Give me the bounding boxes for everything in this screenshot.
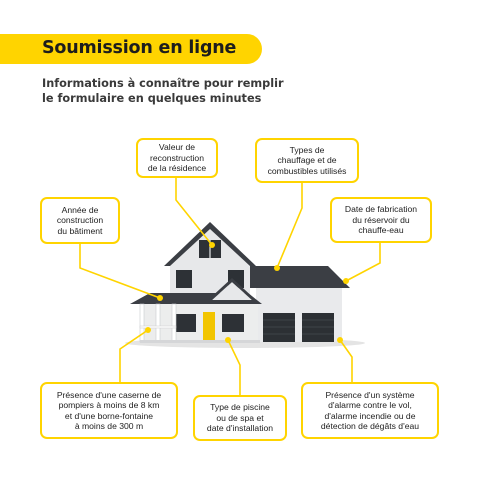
callout-reservoir: Date de fabrication du réservoir du chau… bbox=[330, 197, 432, 243]
main-roof bbox=[164, 222, 256, 266]
callout-caserne: Présence d'une caserne de pompiers à moi… bbox=[40, 382, 178, 439]
callout-reconstruction: Valeur de reconstruction de la résidence bbox=[136, 138, 218, 178]
page-title: Soumission en ligne bbox=[42, 38, 237, 58]
garage-door-right bbox=[302, 313, 334, 342]
connector-lines bbox=[79, 176, 381, 396]
garage-door-left bbox=[263, 313, 295, 342]
front-door bbox=[203, 312, 215, 340]
page-subtitle: Informations à connaître pour remplir le… bbox=[42, 76, 342, 106]
callout-alarme: Présence d'un système d'alarme contre le… bbox=[301, 382, 439, 439]
connector-dots bbox=[145, 242, 349, 343]
title-banner: Soumission en ligne bbox=[0, 34, 262, 64]
garage-roof bbox=[236, 266, 350, 288]
callout-annee: Année de construction du bâtiment bbox=[40, 197, 120, 244]
subtitle-line-2: le formulaire en quelques minutes bbox=[42, 92, 262, 105]
callout-piscine: Type de piscine ou de spa et date d'inst… bbox=[193, 395, 287, 441]
callout-chauffage: Types de chauffage et de combustibles ut… bbox=[255, 138, 359, 183]
subtitle-line-1: Informations à connaître pour remplir bbox=[42, 77, 284, 90]
